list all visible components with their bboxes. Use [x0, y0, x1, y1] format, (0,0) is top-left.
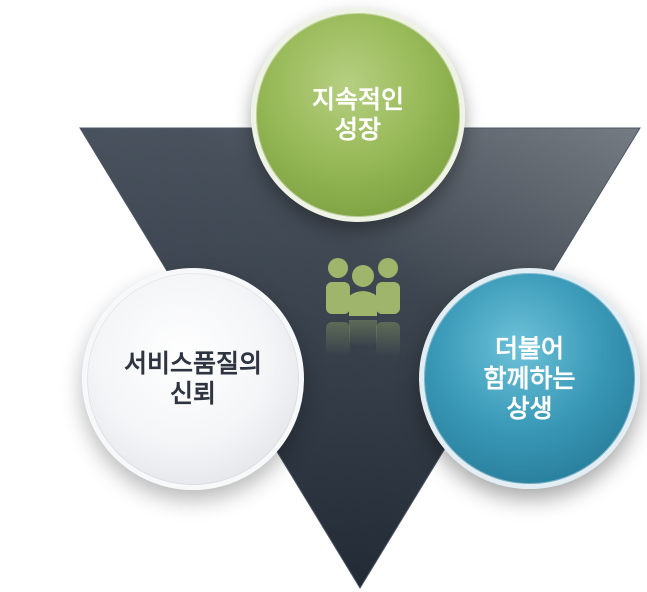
node-label-right-line-1: 더불어: [494, 333, 564, 363]
node-sustainable-growth: 지속적인 성장: [251, 8, 465, 222]
node-mutual-coexistence: 더불어 함께하는 상생: [419, 268, 640, 489]
people-group-reflection: [326, 320, 400, 356]
node-label-right-line-3: 상생: [506, 393, 553, 423]
node-label-right: 더불어 함께하는 상생: [483, 334, 575, 424]
node-label-top-line-2: 성장: [334, 115, 381, 144]
node-label-top-line-1: 지속적인: [311, 85, 404, 114]
node-label-left-line-2: 신뢰: [169, 379, 216, 408]
node-label-left: 서비스품질의 신뢰: [124, 349, 262, 409]
node-label-top: 지속적인 성장: [312, 85, 404, 145]
people-group-icon: [326, 258, 400, 316]
node-label-right-line-2: 함께하는: [483, 363, 576, 393]
node-service-quality-trust: 서비스품질의 신뢰: [82, 268, 304, 490]
node-label-left-line-1: 서비스품질의: [123, 349, 262, 378]
